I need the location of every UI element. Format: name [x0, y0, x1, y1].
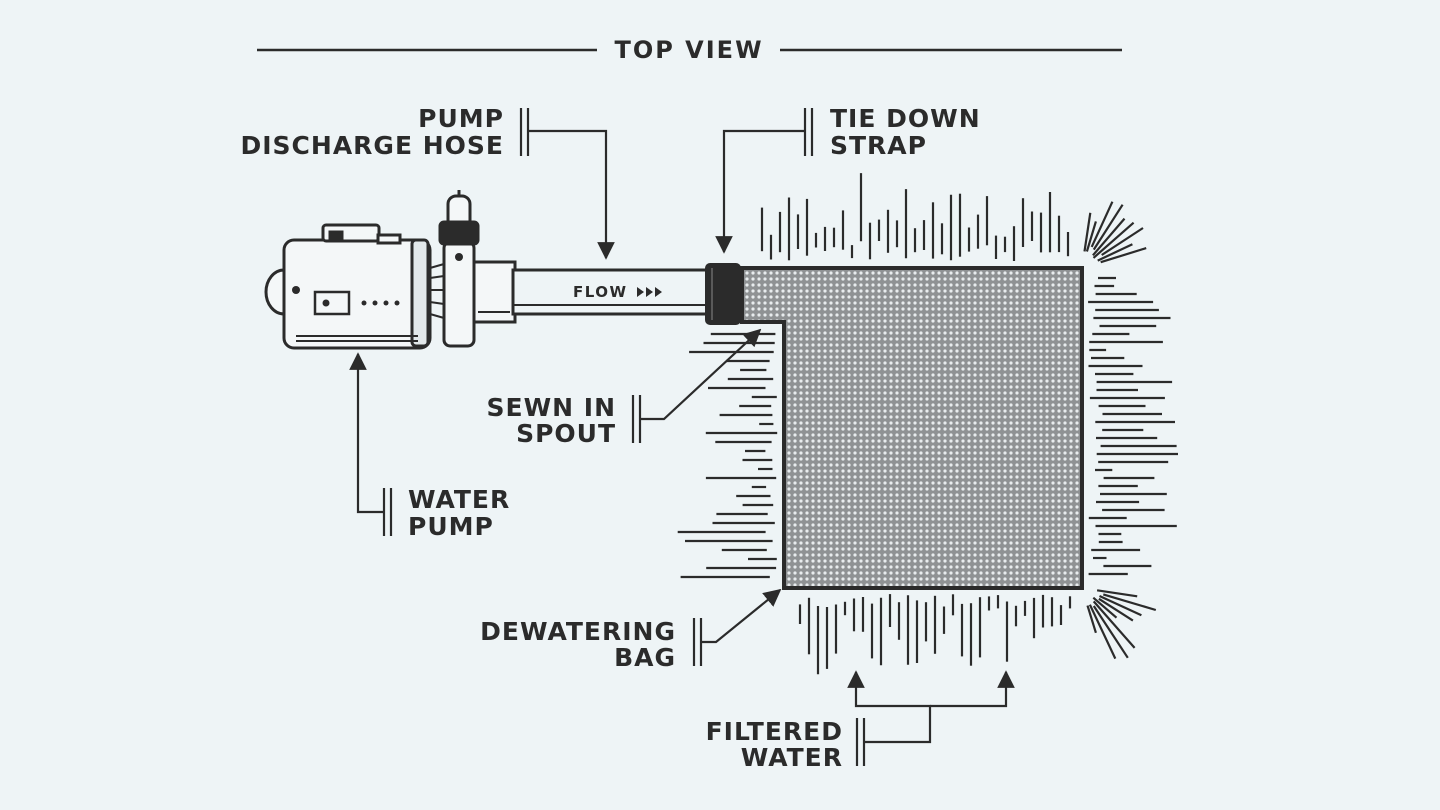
flow-arrows-icon — [637, 287, 662, 297]
spray-line — [1098, 597, 1134, 622]
label-pump-discharge-hose-1: PUMP — [418, 104, 504, 133]
pump-gauge — [313, 290, 351, 316]
spray-line — [1096, 589, 1138, 598]
label-tie-down-strap-1: TIE DOWN — [830, 104, 981, 133]
spray-line — [1088, 604, 1117, 660]
leader-water-pump — [349, 352, 384, 514]
leader-discharge-hose — [528, 129, 615, 260]
callout-labels: PUMP DISCHARGE HOSE TIE DOWN STRAP SEWN … — [241, 104, 981, 772]
spray-line — [1092, 204, 1124, 251]
spray-line — [1092, 605, 1129, 659]
water-pump — [264, 190, 480, 350]
label-dewatering-bag-2: BAG — [614, 643, 676, 672]
spray-line — [1086, 605, 1097, 634]
pump-outlet-clamp — [438, 220, 480, 246]
spray-line — [1102, 593, 1157, 612]
leader-filtered-water-left — [847, 670, 932, 744]
spray-line — [1097, 243, 1133, 262]
leader-dewatering-bag — [701, 588, 782, 644]
leader-filtered-water-right — [930, 670, 1015, 708]
spray-line — [1092, 600, 1136, 649]
discharge-hose: FLOW — [468, 260, 710, 324]
tie-down-strap — [705, 263, 741, 325]
label-pump-discharge-hose-2: DISCHARGE HOSE — [241, 131, 505, 160]
page-title: TOP VIEW — [614, 36, 763, 64]
label-tie-down-strap-2: STRAP — [830, 131, 927, 160]
leader-tie-down-strap — [715, 129, 805, 254]
label-filtered-water-2: WATER — [741, 743, 843, 772]
label-water-pump-1: WATER — [408, 485, 510, 514]
label-sewn-in-spout-2: SPOUT — [516, 419, 616, 448]
spray-line — [1101, 227, 1144, 256]
flow-label: FLOW — [573, 283, 628, 301]
bag-body — [740, 266, 1084, 590]
label-sewn-in-spout-1: SEWN IN — [486, 393, 616, 422]
pump-motor-cap — [264, 268, 285, 316]
label-water-pump-2: PUMP — [408, 512, 494, 541]
label-filtered-water-1: FILTERED — [706, 717, 843, 746]
spray-line — [1092, 217, 1126, 257]
filtered-water-spray — [677, 173, 1178, 675]
dewatering-bag — [740, 266, 1084, 590]
spray-line — [1092, 596, 1118, 619]
spray-line — [1085, 221, 1097, 252]
spray-line — [1083, 212, 1092, 252]
spray-line — [1099, 594, 1142, 617]
spray-line — [1100, 247, 1147, 264]
leader-sewn-in-spout — [640, 328, 762, 421]
label-dewatering-bag-1: DEWATERING — [480, 617, 676, 646]
spray-line — [1090, 201, 1114, 248]
title-block: TOP VIEW — [257, 36, 1122, 64]
pump-housing — [282, 238, 432, 350]
spray-line — [1092, 221, 1135, 259]
